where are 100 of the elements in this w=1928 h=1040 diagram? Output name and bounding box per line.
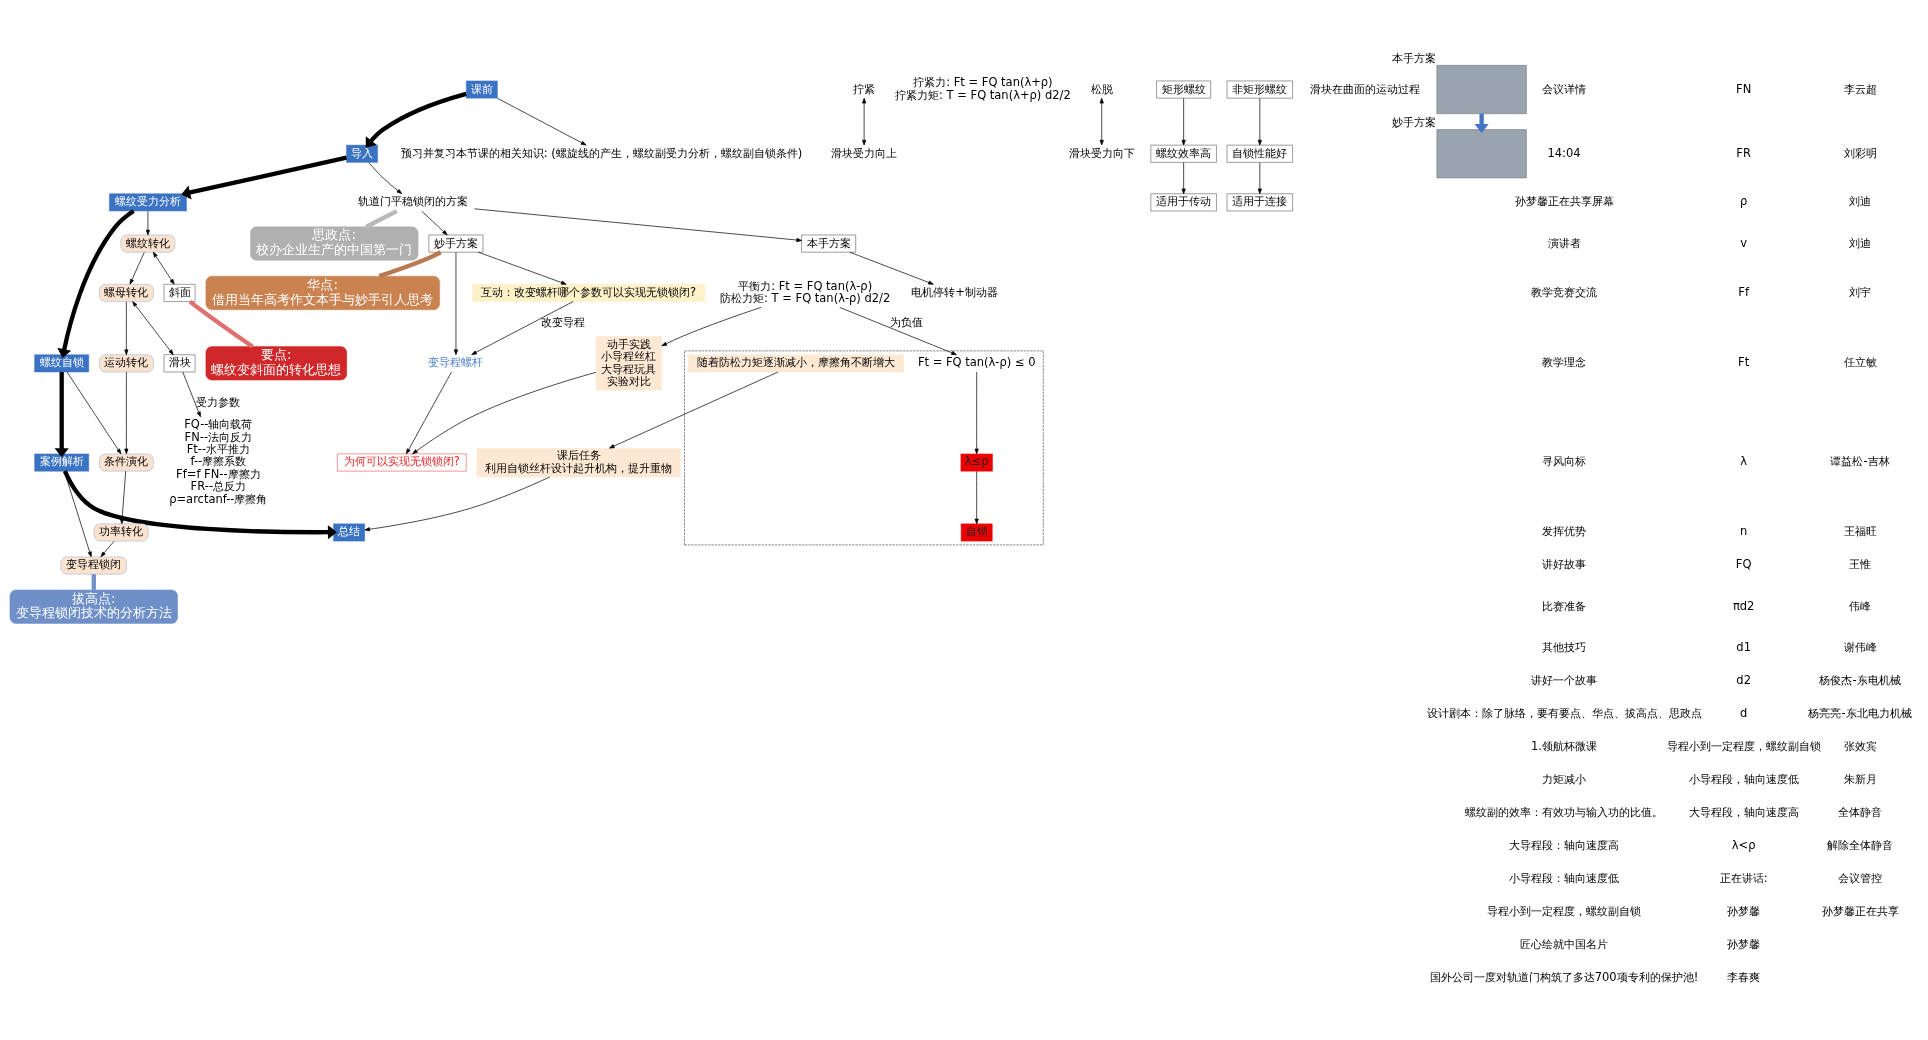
arrow <box>839 307 957 356</box>
arrow <box>453 251 458 355</box>
label: d1 <box>1736 639 1751 654</box>
label: 1.领航杯微课 <box>1531 739 1598 754</box>
label: 讲好故事 <box>1542 557 1587 572</box>
node-box: 非矩形螺纹 <box>1226 80 1293 99</box>
label: FN <box>1736 81 1752 96</box>
connector <box>365 209 398 229</box>
node-text: 滑块在曲面的运动过程 <box>1309 81 1420 96</box>
node-box: 自锁性能好 <box>1226 144 1293 163</box>
label: 小导程段：轴向速度低 <box>1509 871 1620 886</box>
arrow <box>63 470 92 558</box>
connector <box>378 250 442 279</box>
node-text: 松脱 <box>1090 81 1113 96</box>
node-box: 螺纹转化 <box>120 234 176 253</box>
node-text: 轨道门平稳锁闭的方案 <box>357 194 468 209</box>
label: 教学理念 <box>1542 355 1587 370</box>
label: 小导程段，轴向速度低 <box>1688 772 1799 787</box>
connector <box>188 299 254 349</box>
label: 寻风向标 <box>1542 454 1587 469</box>
node-box: 导入 <box>346 144 378 163</box>
arrow <box>120 470 127 525</box>
label: 导程小到一定程度，螺纹副自锁 <box>1487 904 1642 919</box>
label: 其他技巧 <box>1542 639 1587 654</box>
node-box: 滑块 <box>163 354 196 373</box>
arrow <box>365 91 467 148</box>
node-box: 课前 <box>466 80 498 99</box>
label: 谭益松-吉林 <box>1830 454 1890 469</box>
arrow <box>1257 97 1262 146</box>
arrow <box>1181 162 1186 195</box>
arrow <box>849 251 934 285</box>
node-box <box>1436 65 1527 114</box>
arrow <box>124 371 129 455</box>
label: 谢伟峰 <box>1843 639 1877 654</box>
arrow <box>862 97 867 146</box>
arrow <box>609 371 779 449</box>
arrow <box>661 306 762 347</box>
arrow <box>474 208 802 243</box>
label: 会议详情 <box>1542 81 1587 96</box>
node-box: 螺母转化 <box>99 284 154 302</box>
arrow <box>1257 162 1262 195</box>
node-box: 本手方案 <box>801 234 856 253</box>
node-box: 动手实践 小导程丝杠 大导程玩具 实验对比 <box>595 336 662 391</box>
node-box: 运动转化 <box>99 354 154 373</box>
node-box: 要点: 螺纹变斜面的转化思想 <box>205 346 347 381</box>
label: 大导程段，轴向速度高 <box>1688 805 1799 820</box>
label: 孙梦馨正在共享 <box>1821 904 1899 919</box>
node-box <box>1436 129 1527 179</box>
arrow <box>129 251 145 285</box>
arrow <box>421 210 448 236</box>
arrow <box>100 540 115 558</box>
node-box: 拔高点: 变导程锁闭技术的分析方法 <box>9 589 178 624</box>
node-text: 拧紧力: Ft = FQ tan(λ+ρ) 拧紧力矩: T = FQ tan(λ+ρ) d2/2 <box>895 75 1071 102</box>
node-text: 滑块受力向上 <box>831 145 898 160</box>
label: 教学竞赛交流 <box>1531 284 1598 299</box>
node-box: 斜面 <box>163 284 196 302</box>
arrow <box>181 155 347 200</box>
label: πd2 <box>1732 598 1755 613</box>
arrow <box>1181 97 1186 146</box>
node-text: 预习并复习本节课的相关知识: (螺旋线的产生，螺纹副受力分析，螺纹副自锁条件) <box>400 145 803 160</box>
node-box: 适用于连接 <box>1226 193 1293 212</box>
node-text: 滑块受力向下 <box>1068 145 1135 160</box>
node-box: 螺纹自锁 <box>34 354 89 373</box>
node-box: 功率转化 <box>93 523 149 542</box>
label: 杨俊杰-东电机械 <box>1819 672 1901 687</box>
label: 演讲者 <box>1547 235 1581 250</box>
label: v <box>1740 235 1748 250</box>
label: 孙梦馨 <box>1727 937 1761 952</box>
connector <box>91 574 96 590</box>
label: 王惟 <box>1849 557 1872 572</box>
arrow <box>471 301 574 355</box>
label: 李春爽 <box>1727 970 1761 985</box>
arrow <box>57 209 135 359</box>
label: 会议管控 <box>1838 871 1883 886</box>
node-box: 矩形螺纹 <box>1156 80 1211 99</box>
node-text: 拧紧 <box>853 81 876 96</box>
label: 讲好一个故事 <box>1531 672 1598 687</box>
node-box: 总结 <box>333 523 365 542</box>
label: 杨亮亮-东北电力机械 <box>1808 705 1912 720</box>
edge-label: 为负值 <box>890 315 924 328</box>
label: 比赛准备 <box>1542 598 1587 613</box>
arrow <box>124 301 129 355</box>
arrow <box>152 251 175 285</box>
arrow <box>477 251 567 285</box>
label: 力矩减小 <box>1542 772 1587 787</box>
node-text: FQ--轴向载荷 FN--法向反力 Ft--水平推力 f--摩擦系数 Ff=f FN--摩擦力 FR--总反力 ρ=arctanf--摩擦角 <box>169 417 268 506</box>
edge-label: 受力参数 <box>195 396 240 409</box>
node-box: 变导程锁闭 <box>60 556 127 575</box>
arrow <box>54 372 69 458</box>
arrow <box>406 371 452 455</box>
node-text: 平衡力: Ft = FQ tan(λ-ρ) 防松力矩: T = FQ tan(λ-ρ) d2/2 <box>720 278 891 306</box>
label: 发挥优势 <box>1542 524 1587 539</box>
node-box: 课后任务 利用自锁丝杆设计起升机构，提升重物 <box>476 447 681 478</box>
label: FQ <box>1735 557 1752 572</box>
label: Ft <box>1738 355 1750 370</box>
label: 大导程段：轴向速度高 <box>1509 838 1620 853</box>
node-box: 案例解析 <box>34 453 89 472</box>
label: 孙梦馨正在共享屏幕 <box>1514 194 1614 209</box>
label: 正在讲话: <box>1719 871 1768 886</box>
node-box: 自锁 <box>960 523 993 542</box>
